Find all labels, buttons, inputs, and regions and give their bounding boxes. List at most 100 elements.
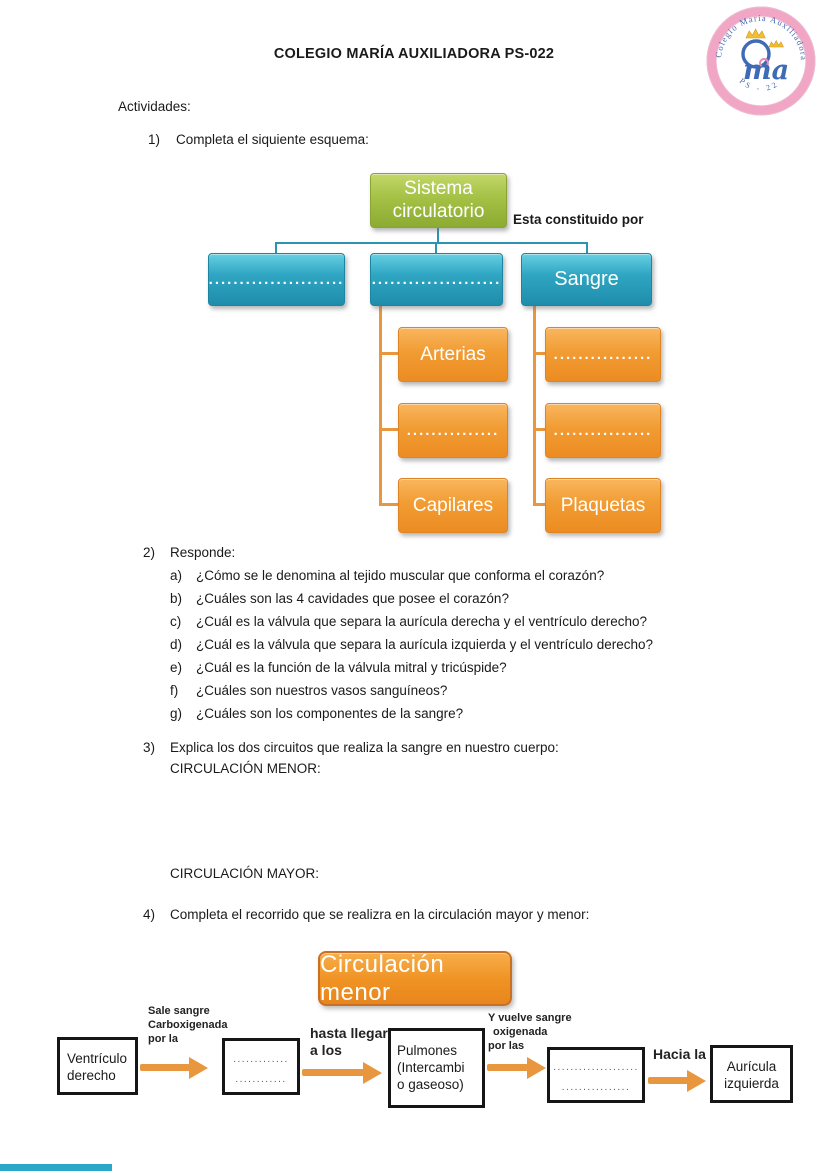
item-letter: d) [170, 637, 183, 652]
label-line: Hacia la [653, 1046, 706, 1062]
list-item: g) ¿Cuáles son los componentes de la sang… [170, 702, 743, 725]
scheme-blank-box-5: ................ [545, 403, 661, 458]
node-line: Pulmones [397, 1043, 458, 1058]
q2-items: a)¿Cómo se le denomina al tejido muscula… [170, 564, 743, 725]
node-dots: ............ [235, 1074, 287, 1085]
intro-label: Actividades: [118, 99, 191, 114]
q2-number: 2) [143, 545, 156, 560]
item-letter: b) [170, 591, 183, 606]
item-letter: e) [170, 660, 183, 675]
connector-stub [379, 428, 399, 431]
flow-label-2: hasta llegar a los [310, 1025, 388, 1059]
node-line: Ventrículo [67, 1051, 128, 1066]
connector-rail [275, 242, 588, 244]
connector-stub [379, 503, 399, 506]
list-item: c) ¿Cuál es la válvula que separa la aurí… [170, 610, 743, 633]
flow-label-4: Hacia la [653, 1046, 706, 1063]
q2-block: 2) Responde: a)¿Cómo se le denomina al te… [143, 542, 743, 725]
label-line: Sale sangre [148, 1005, 210, 1017]
flow-label-1: Sale sangre Carboxigenada por la [148, 1004, 227, 1046]
node-dots: ................ [561, 1082, 631, 1093]
flow-node-blank-2: .................... ................ [547, 1047, 645, 1103]
flow-node-ventriculo-derecho: Ventrículo derecho [57, 1037, 138, 1095]
list-item: a)¿Cómo se le denomina al tejido muscula… [170, 564, 743, 587]
item-letter: c) [170, 614, 182, 629]
item-text: ¿Cuál es la válvula que separa la aurícu… [196, 614, 648, 629]
label-line: a los [310, 1042, 342, 1058]
connector-right-branch [533, 306, 536, 505]
list-item: b) ¿Cuáles son las 4 cavidades que posee … [170, 587, 743, 610]
node-line: izquierda [724, 1076, 779, 1091]
label-line: por las [488, 1040, 525, 1052]
q4-number: 4) [143, 907, 156, 922]
node-line: Aurícula [726, 1059, 777, 1074]
q3-number: 3) [143, 740, 156, 755]
flow-label-3: Y vuelve sangre oxigenada por las [488, 1011, 572, 1053]
connector-drop-mid [435, 242, 437, 254]
crown-icon [745, 28, 766, 39]
item-text: ¿Cuáles son las 4 cavidades que posee el… [196, 591, 509, 606]
flow-node-pulmones: Pulmones (Intercambi o gaseoso) [388, 1028, 485, 1108]
node-line: (Intercambi [397, 1060, 465, 1075]
item-letter: f) [170, 683, 179, 698]
crown-icon [768, 39, 784, 48]
scheme-blank-box-4: ................ [545, 327, 661, 382]
flow-title-box: Circulación menor [318, 951, 512, 1006]
connector-stub [533, 503, 546, 506]
monogram-accent [759, 58, 769, 68]
node-dots: ............. [233, 1054, 289, 1065]
page-title: COLEGIO MARÍA AUXILIADORA PS-022 [273, 46, 555, 62]
q3-sub1: CIRCULACIÓN MENOR: [170, 761, 321, 776]
node-line: derecho [67, 1068, 116, 1083]
node-dots: .................... [553, 1062, 639, 1073]
connector-stub [533, 352, 546, 355]
arrow-right-icon [648, 1077, 688, 1084]
q1-prompt: Completa el siquiente esquema: [176, 132, 369, 147]
connector-root-stem [437, 228, 439, 243]
connector-stub [533, 428, 546, 431]
label-line: oxigenada [493, 1026, 548, 1038]
list-item: d) ¿Cuál es la válvula que separa la aurí… [170, 633, 743, 656]
q2-prompt: Responde: [170, 545, 236, 560]
root-line1: Sistema [404, 177, 473, 199]
q1-number: 1) [148, 132, 161, 147]
scheme-blank-box-3: ............... [398, 403, 508, 458]
item-text: ¿Cuál es la válvula que separa la aurícu… [196, 637, 654, 652]
label-line: Y vuelve sangre [488, 1012, 572, 1024]
scheme-capilares-box: Capilares [398, 478, 508, 533]
next-page-box-edge [0, 1164, 112, 1171]
item-text: ¿Cuáles son nuestros vasos sanguíneos? [196, 683, 448, 698]
connector-drop-left [275, 242, 277, 254]
school-logo: Colegio María Auxiliadora PS - 22 ma [706, 6, 816, 116]
item-letter: g) [170, 706, 183, 721]
item-text: ¿Cuál es la función de la válvula mitral… [196, 660, 507, 675]
arrow-right-icon [487, 1064, 528, 1071]
arrow-right-icon [140, 1064, 190, 1071]
flow-node-blank-1: ............. ............ [222, 1038, 300, 1095]
connector-stub [379, 352, 399, 355]
scheme-annotation: Esta constituido por [513, 212, 644, 227]
scheme-blank-box-2: ..................... [370, 253, 503, 306]
label-line: Carboxigenada [148, 1019, 228, 1031]
item-letter: a) [170, 568, 183, 583]
item-text: ¿Cuáles son los componentes de la sangre… [196, 706, 464, 721]
q3-sub2: CIRCULACIÓN MAYOR: [170, 866, 320, 881]
connector-drop-right [586, 242, 588, 254]
q3-prompt: Explica los dos circuitos que realiza la… [170, 740, 559, 755]
school-logo-image: Colegio María Auxiliadora PS - 22 ma [706, 6, 816, 116]
scheme-sangre-box: Sangre [521, 253, 652, 306]
monogram-loop [741, 39, 771, 69]
label-line: por la [148, 1033, 178, 1045]
node-line: o gaseoso) [397, 1077, 464, 1092]
scheme-plaquetas-box: Plaquetas [545, 478, 661, 533]
arrow-right-icon [302, 1069, 364, 1076]
q4-prompt: Completa el recorrido que se realizra en… [170, 907, 590, 922]
connector-mid-branch [379, 306, 382, 505]
scheme-blank-box-1: ...................... [208, 253, 345, 306]
q2-header: 2) Responde: [143, 542, 743, 564]
root-line2: circulatorio [392, 200, 485, 222]
list-item: f) ¿Cuáles son nuestros vasos sanguíneos? [170, 679, 743, 702]
flow-node-auricula-izquierda: Aurícula izquierda [710, 1045, 793, 1103]
label-line: hasta llegar [310, 1025, 388, 1041]
